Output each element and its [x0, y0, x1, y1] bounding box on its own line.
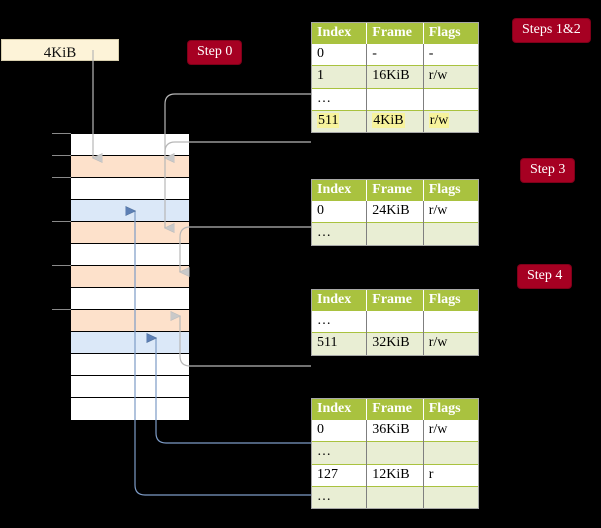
- memory-frame-row: [71, 332, 189, 354]
- wire-pt-0-to-mem: [156, 338, 311, 444]
- column-header-flags: Flags: [423, 23, 478, 44]
- memory-frame-tick: [52, 221, 71, 222]
- memory-frame-row: [71, 354, 189, 376]
- table-cell: [366, 441, 424, 465]
- column-header-index: Index: [312, 399, 368, 420]
- memory-frame-tick: [52, 177, 71, 178]
- column-header-flags: Flags: [423, 290, 478, 311]
- table-cell: [366, 310, 424, 333]
- table-row: …: [312, 441, 478, 465]
- step-badge-step0: Step 0: [188, 41, 242, 64]
- table-cell: 12KiB: [366, 463, 424, 487]
- memory-frame-tick: [52, 265, 71, 266]
- column-header-index: Index: [312, 180, 368, 201]
- column-header-index: Index: [312, 23, 368, 44]
- memory-frame-row: [71, 244, 189, 266]
- wire-pd-511-to-mem: [180, 316, 311, 367]
- column-header-frame: Frame: [366, 290, 424, 311]
- table-cell: 0: [312, 419, 368, 442]
- table-cell: r/w: [423, 65, 478, 89]
- table-cell: [423, 87, 478, 111]
- table-row: …: [312, 222, 478, 245]
- memory-frame-row: [71, 288, 189, 310]
- table-cell: 32KiB: [366, 332, 424, 355]
- wire-pml4-511-to-mem: [165, 141, 311, 158]
- table-cell: 511: [312, 109, 368, 132]
- table-cell: [366, 485, 424, 508]
- memory-frame-tick: [52, 155, 71, 156]
- table-cell: [423, 222, 478, 245]
- table-cell: [423, 441, 478, 465]
- column-header-flags: Flags: [423, 180, 478, 201]
- step-badge-step3: Step 3: [521, 159, 575, 182]
- table-cell: [366, 222, 424, 245]
- step-badge-step4: Step 4: [518, 265, 572, 288]
- table-cell: …: [312, 441, 368, 465]
- table-cell: 4KiB: [366, 109, 424, 132]
- table-cell: …: [312, 222, 368, 245]
- table-cell: 127: [312, 463, 368, 487]
- table-cell: 1: [312, 65, 368, 89]
- table-cell: -: [366, 43, 424, 66]
- table-cell: 24KiB: [366, 200, 424, 223]
- virtual-page-box: 4KiB: [1, 39, 119, 61]
- table-row: …: [312, 87, 478, 111]
- wire-pdp-0-to-mem: [180, 226, 311, 272]
- column-header-frame: Frame: [366, 180, 424, 201]
- memory-frame-row: [71, 310, 189, 332]
- table-cell: r/w: [423, 332, 478, 355]
- virtual-page-label: 4KiB: [43, 45, 77, 61]
- table-cell: 0: [312, 43, 368, 66]
- memory-frame-tick: [52, 133, 71, 134]
- table-row: 511 4KiB r/w: [312, 109, 478, 132]
- column-header-index: Index: [312, 290, 368, 311]
- table-cell: …: [312, 87, 368, 111]
- table-cell: r/w: [423, 200, 478, 223]
- table-cell: …: [312, 485, 368, 508]
- memory-frame-row: [71, 398, 189, 420]
- column-header-flags: Flags: [423, 399, 478, 420]
- table-cell: -: [423, 43, 478, 66]
- memory-frame-row: [71, 376, 189, 398]
- physical-memory-column: [70, 133, 190, 421]
- table-cell: [423, 485, 478, 508]
- memory-frame-row: [71, 222, 189, 244]
- wire-pml4-1-to-mem: [165, 93, 311, 228]
- table-row: 0--: [312, 43, 478, 66]
- highlighted-value: r/w: [428, 112, 450, 128]
- table-cell: 0: [312, 200, 368, 223]
- memory-frame-tick: [52, 309, 71, 310]
- step-badge-steps12: Steps 1&2: [513, 19, 590, 42]
- table-row: …: [312, 485, 478, 508]
- table-cell: r/w: [423, 419, 478, 442]
- memory-frame-row: [71, 266, 189, 288]
- highlighted-value: 4KiB: [372, 112, 405, 128]
- table-cell: r: [423, 463, 478, 487]
- wire-pt-127-to-mem: [135, 211, 311, 496]
- table-cell: 16KiB: [366, 65, 424, 89]
- column-header-frame: Frame: [366, 399, 424, 420]
- highlighted-value: 511: [317, 112, 340, 128]
- table-cell: [366, 87, 424, 111]
- memory-frame-row: [71, 178, 189, 200]
- memory-frame-row: [71, 134, 189, 156]
- table-cell: 511: [312, 332, 368, 355]
- table-row: …: [312, 310, 478, 333]
- column-header-frame: Frame: [366, 23, 424, 44]
- table-cell: r/w: [423, 109, 478, 132]
- table-cell: …: [312, 310, 368, 333]
- table-cell: [423, 310, 478, 333]
- table-cell: 36KiB: [366, 419, 424, 442]
